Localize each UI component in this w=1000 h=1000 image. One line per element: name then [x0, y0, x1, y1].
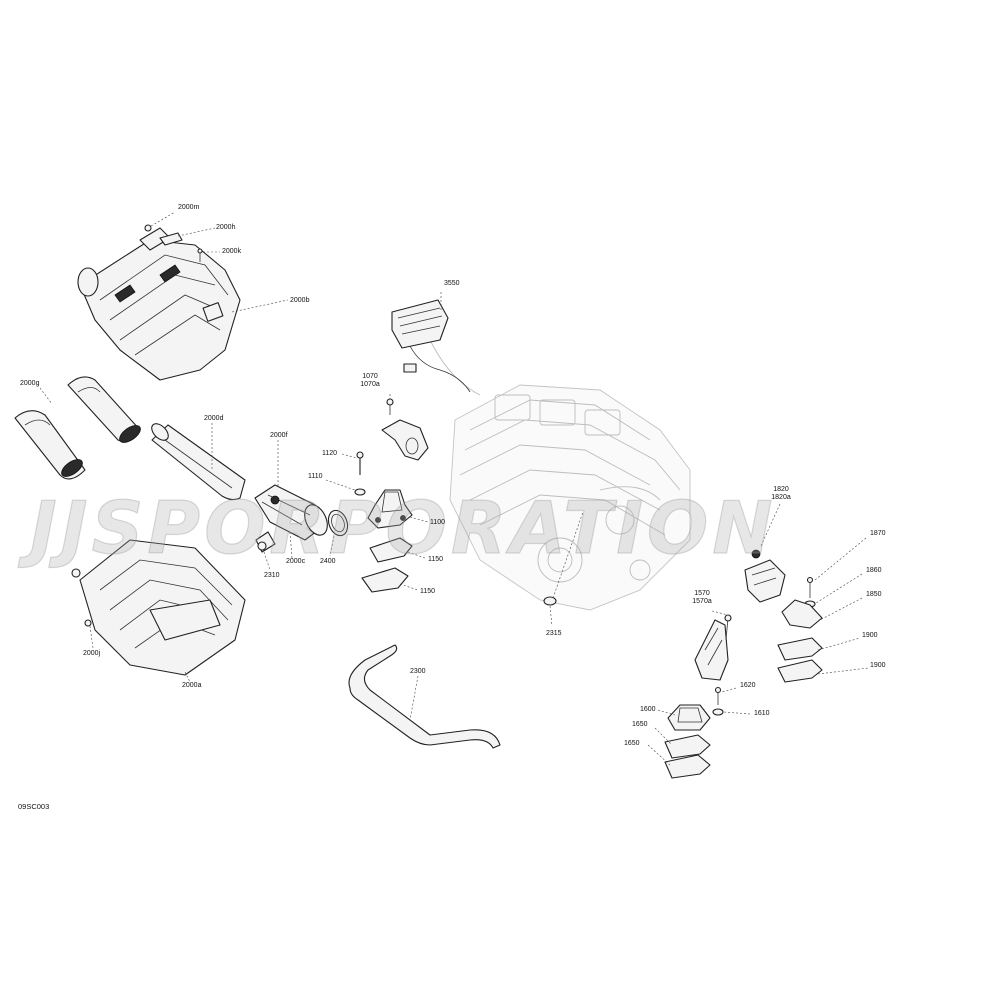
- callout-2000m: 2000m: [178, 204, 200, 211]
- callout-1070a: 1070a: [360, 381, 380, 388]
- engine-mount-front: [367, 489, 429, 529]
- mount-shims-rear-left: [647, 727, 711, 779]
- engine-ghost: [429, 339, 691, 611]
- intake-boots: [14, 376, 141, 480]
- callout-2000a: 2000a: [182, 682, 202, 689]
- hose-clamp-small: [543, 511, 584, 627]
- elbow-fitting: [255, 531, 276, 571]
- callout-1070-group: 1070 1070a: [356, 373, 384, 389]
- callout-2000c: 2000c: [286, 558, 306, 565]
- callout-2000g: 2000g: [20, 380, 40, 387]
- callout-2310: 2310: [264, 572, 280, 579]
- callout-1650-upper: 1650: [632, 721, 648, 728]
- callout-1110: 1110: [308, 473, 323, 480]
- callout-2315: 2315: [546, 630, 562, 637]
- coolant-hose: [348, 644, 501, 749]
- callout-1600: 1600: [640, 706, 656, 713]
- callout-1900-lower: 1900: [870, 662, 886, 669]
- callout-2000j: 2000j: [83, 650, 101, 657]
- control-module: [391, 290, 471, 393]
- callout-1870: 1870: [870, 530, 886, 537]
- callout-2000k: 2000k: [222, 248, 242, 255]
- engine-support-bracket: [381, 394, 429, 461]
- intake-tube: [151, 423, 246, 501]
- callout-1650-lower: 1650: [624, 740, 640, 747]
- callout-1820: 1820: [773, 486, 789, 493]
- callout-2000f: 2000f: [270, 432, 288, 439]
- engine-mount-bracket-rear-left: [694, 610, 732, 681]
- mount-bolt-washer: [325, 451, 366, 496]
- callout-1570: 1570: [694, 590, 710, 597]
- engine-mount-rear-left: [657, 686, 751, 731]
- callout-1860: 1860: [866, 567, 882, 574]
- manifold-fasteners: [144, 211, 289, 313]
- callout-1850: 1850: [866, 591, 882, 598]
- callout-1820-group: 1820 1820a: [766, 486, 796, 502]
- callout-1150-lower: 1150: [420, 588, 436, 595]
- callout-3550: 3550: [444, 280, 460, 287]
- intake-manifold-lower: [71, 539, 246, 683]
- callout-1100: 1100: [430, 519, 446, 526]
- callout-2400: 2400: [320, 558, 336, 565]
- figure-code: 09SC003: [18, 802, 50, 811]
- callout-1120: 1120: [322, 450, 338, 457]
- callout-2000b: 2000b: [290, 297, 310, 304]
- callout-2300: 2300: [410, 668, 426, 675]
- callout-1610: 1610: [754, 710, 770, 717]
- callout-1820a: 1820a: [771, 494, 791, 501]
- throttle-body: [254, 440, 328, 559]
- engine-mount-rear-right: [744, 503, 867, 629]
- callout-1570-group: 1570 1570a: [688, 590, 716, 606]
- mount-shims-rear-right: [777, 637, 869, 683]
- callout-2000h: 2000h: [216, 224, 236, 231]
- callout-1150-upper: 1150: [428, 556, 444, 563]
- hose-clamp: [327, 509, 349, 557]
- callout-1620: 1620: [740, 682, 756, 689]
- mount-shims-front: [361, 537, 426, 593]
- intake-manifold-upper: [77, 227, 241, 381]
- callout-1570a: 1570a: [692, 598, 712, 605]
- callout-2000d: 2000d: [204, 415, 224, 422]
- callout-1900-upper: 1900: [862, 632, 878, 639]
- callout-1070: 1070: [362, 373, 378, 380]
